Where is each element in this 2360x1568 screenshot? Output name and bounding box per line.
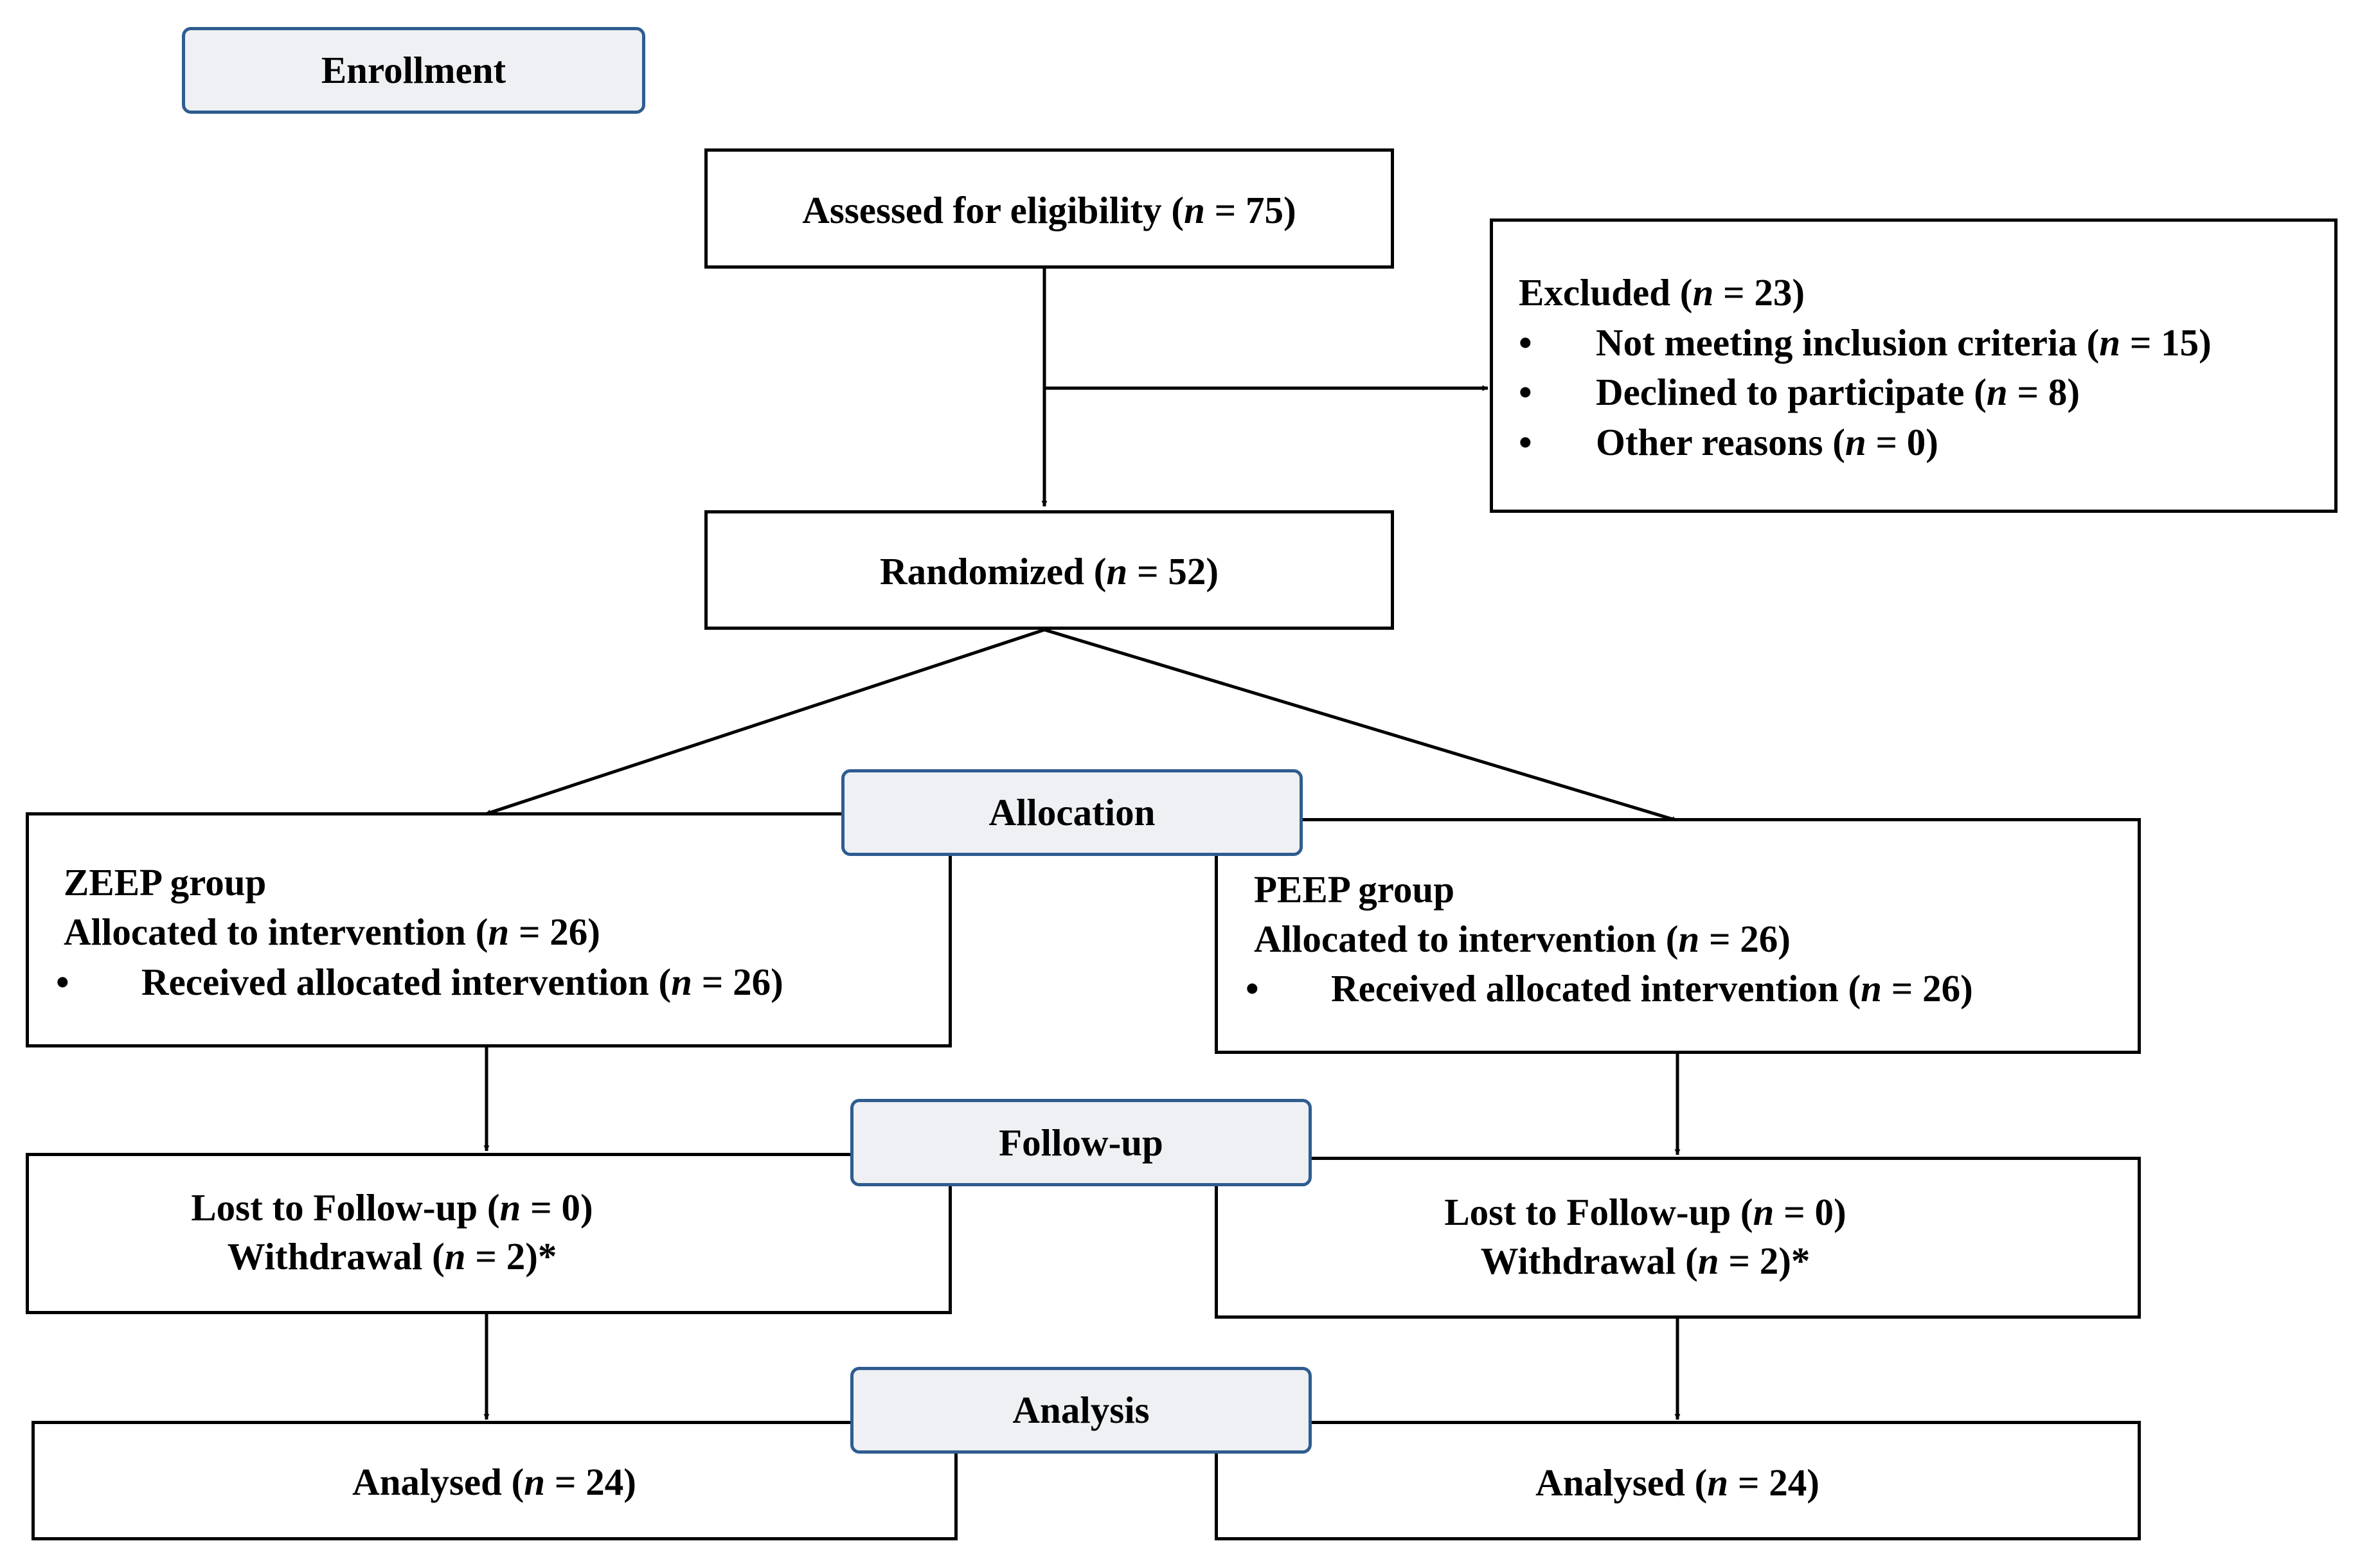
zeep-analysis-box: Analysed (n = 24) <box>31 1421 958 1540</box>
peep-allocation-box: PEEP group Allocated to intervention (n … <box>1215 818 2141 1054</box>
bullet-icon: • <box>1519 371 1532 413</box>
stage-label-analysis: Analysis <box>850 1367 1312 1454</box>
excluded-box: Excluded (n = 23) • Not meeting inclusio… <box>1490 218 2338 513</box>
assessed-text: Assessed for eligibility (n = 75) <box>802 189 1296 231</box>
stage-label-allocation: Allocation <box>841 769 1303 856</box>
excluded-item: Not meeting inclusion criteria (n = 15) <box>1596 321 2212 364</box>
stage-label-enrollment: Enrollment <box>182 27 645 114</box>
zeep-withdrawal-text: Withdrawal (n = 2)* <box>227 1235 557 1278</box>
bullet-icon: • <box>1519 321 1532 364</box>
excluded-item: Declined to participate (n = 8) <box>1596 371 2080 413</box>
zeep-followup-box: Lost to Follow-up (n = 0) Withdrawal (n … <box>26 1153 952 1314</box>
stage-label-follow-up: Follow-up <box>850 1099 1312 1186</box>
bullet-icon: • <box>1519 421 1532 463</box>
peep-analysis-box: Analysed (n = 24) <box>1215 1421 2141 1540</box>
peep-analysed-text: Analysed (n = 24) <box>1535 1461 1819 1504</box>
bullet-icon: • <box>1246 967 1259 1010</box>
excluded-title: Excluded (n = 23) <box>1519 271 1805 314</box>
peep-allocated-text: Allocated to intervention (n = 26) <box>1254 918 1791 960</box>
zeep-allocated-text: Allocated to intervention (n = 26) <box>64 911 600 953</box>
peep-lost-text: Lost to Follow-up (n = 0) <box>1444 1191 1846 1233</box>
zeep-analysed-text: Analysed (n = 24) <box>352 1461 636 1503</box>
peep-withdrawal-text: Withdrawal (n = 2)* <box>1480 1240 1810 1282</box>
bullet-icon: • <box>56 961 69 1003</box>
zeep-lost-text: Lost to Follow-up (n = 0) <box>191 1186 593 1229</box>
assessed-box: Assessed for eligibility (n = 75) <box>704 148 1394 269</box>
zeep-received-text: Received allocated intervention (n = 26) <box>141 961 783 1003</box>
arrow-randomized-to-peep <box>1044 628 1678 823</box>
arrow-randomized-to-zeep <box>485 628 1045 816</box>
peep-received-text: Received allocated intervention (n = 26) <box>1331 967 1973 1010</box>
randomized-text: Randomized (n = 52) <box>880 550 1219 592</box>
zeep-group-label: ZEEP group <box>64 861 267 904</box>
randomized-box: Randomized (n = 52) <box>704 510 1394 630</box>
excluded-item: Other reasons (n = 0) <box>1596 421 1938 463</box>
zeep-allocation-box: ZEEP group Allocated to intervention (n … <box>26 812 952 1047</box>
peep-followup-box: Lost to Follow-up (n = 0) Withdrawal (n … <box>1215 1157 2141 1319</box>
peep-group-label: PEEP group <box>1254 868 1455 911</box>
